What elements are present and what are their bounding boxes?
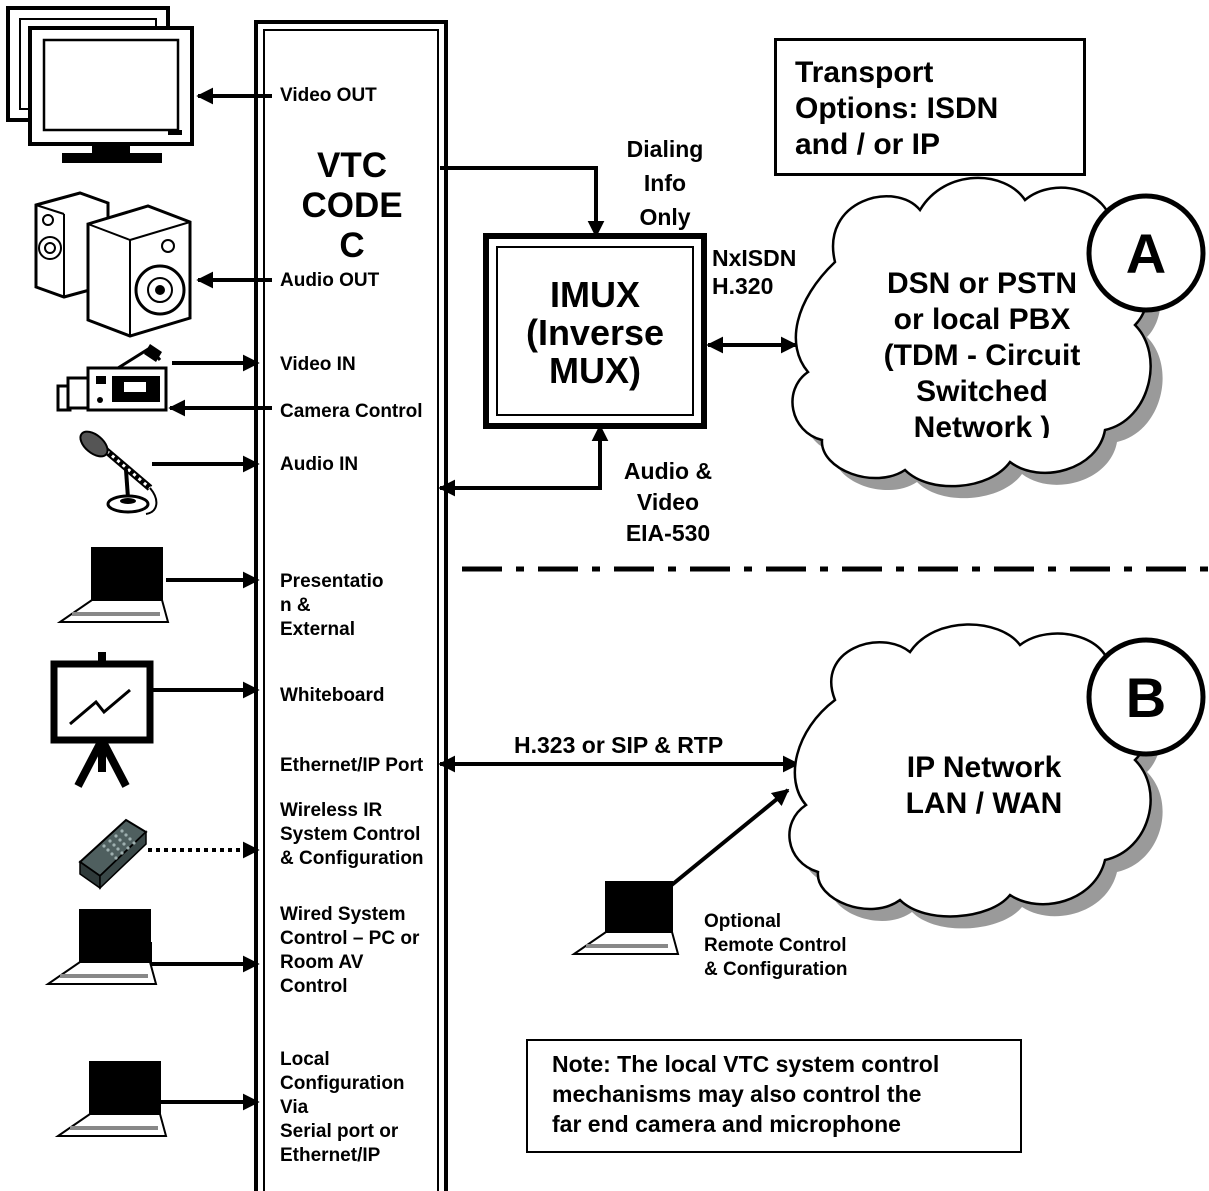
svg-text:A: A <box>1126 222 1166 285</box>
cloud-a-text: DSN or PSTN or local PBX (TDM - Circuit … <box>883 267 1081 438</box>
laptop-icon <box>570 881 680 955</box>
port-audio-in: Audio IN <box>280 454 359 475</box>
port-video-in: Video IN <box>280 354 356 375</box>
ir-remote-icon <box>78 818 148 890</box>
port-whiteboard: Whiteboard <box>280 685 385 706</box>
arrow-audio-video <box>438 424 609 497</box>
video-camera-icon <box>56 344 168 412</box>
laptop-icon <box>44 909 158 985</box>
imux-title: IMUX (Inverse MUX) <box>525 274 665 391</box>
monitor-icon <box>6 6 194 163</box>
port-video-out: Video OUT <box>280 85 377 106</box>
arrow-remote <box>666 788 790 890</box>
codec-title: VTC CODE C <box>301 146 403 265</box>
imux-box <box>483 233 707 429</box>
port-local-config: Local Configuration Via Serial port or E… <box>280 1049 405 1166</box>
laptop-icon <box>54 1061 168 1137</box>
port-wireless-ir: Wireless IR System Control & Configurati… <box>280 800 424 869</box>
port-presentation: Presentatio n & External <box>280 571 384 640</box>
codec-box <box>254 20 448 1191</box>
transport-options-box: Transport Options: ISDN and / or IP <box>774 38 1086 176</box>
note-text: Note: The local VTC system control mecha… <box>552 1051 940 1137</box>
cloud-a <box>791 176 1163 499</box>
whiteboard-easel-icon <box>50 652 154 788</box>
cloud-a-text-clip: DSN or PSTN or local PBX (TDM - Circuit … <box>856 266 1108 438</box>
arrow-local <box>148 1093 260 1111</box>
circle-b: B <box>1086 637 1206 757</box>
port-audio-out: Audio OUT <box>280 270 380 291</box>
cloud-b-text: IP Network LAN / WAN <box>905 751 1063 820</box>
laptop-icon <box>56 547 170 623</box>
microphone-icon <box>79 430 158 515</box>
dialing-info-clip: Dialing Info Only <box>610 132 720 236</box>
nxisdn-label: NxISDN H.320 <box>712 245 797 299</box>
h323-label: H.323 or SIP & RTP <box>514 732 724 758</box>
note-box: Note: The local VTC system control mecha… <box>526 1039 1022 1153</box>
svg-text:B: B <box>1126 666 1166 729</box>
dialing-info-label: Dialing Info Only <box>626 136 704 230</box>
audio-video-label: Audio & Video EIA-530 <box>623 458 713 546</box>
speaker-icon <box>34 191 192 338</box>
circle-a: A <box>1086 193 1206 313</box>
remote-control-label: Optional Remote Control & Configuration <box>704 911 848 980</box>
cloud-b <box>788 623 1163 929</box>
port-ethernet: Ethernet/IP Port <box>280 755 424 776</box>
arrow-dialing <box>440 166 605 238</box>
transport-options-text: Transport Options: ISDN and / or IP <box>795 56 999 161</box>
arrow-wired <box>148 942 260 973</box>
port-wired-control: Wired System Control – PC or Room AV Con… <box>280 904 420 997</box>
port-camera-control: Camera Control <box>280 401 423 422</box>
